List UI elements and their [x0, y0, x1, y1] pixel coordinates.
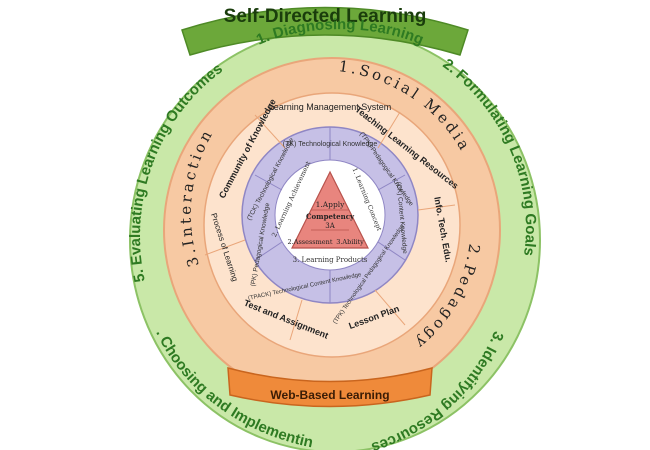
inner-ring-dividers [204, 111, 456, 341]
banner-title: Self-Directed Learning [224, 6, 427, 27]
tpack-dividers [254, 127, 406, 303]
lms-label: Learning Management System [269, 102, 392, 112]
competency-label: Competency [306, 212, 355, 221]
top-banner [181, 6, 469, 56]
learning-products-label: 3. Learning Products [293, 256, 368, 264]
three-a-label: 3A [325, 222, 335, 230]
apply-label: 1.Apply [316, 200, 346, 209]
bottom-banner-label: Web-Based Learning [270, 388, 389, 402]
bottom-banner [227, 367, 433, 408]
tk-label: (TK) Technological Knowledge [283, 141, 378, 148]
ability-label: 3.Ability [336, 238, 364, 246]
assessment-label: 2.Assessment [288, 238, 333, 246]
